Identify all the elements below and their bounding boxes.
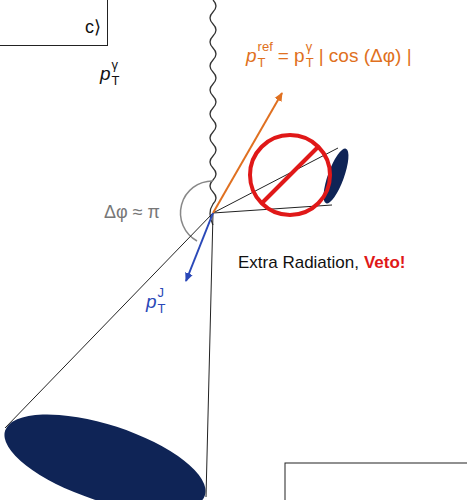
- reference-momentum: T: [306, 56, 314, 69]
- jet-momentum: T: [158, 302, 166, 315]
- reference-momentum: γ: [306, 40, 313, 53]
- photon-momentum: T: [112, 74, 120, 87]
- photon-momentum: γ: [112, 58, 119, 71]
- reference-momentum: = p: [278, 46, 305, 65]
- veto-note: Extra Radiation,: [238, 254, 359, 271]
- veto-note: Veto!: [364, 254, 406, 271]
- corner-box: c⟩: [0, 0, 108, 46]
- reference-momentum: | cos (Δφ) |: [319, 46, 412, 65]
- jet-cone-edge: [206, 213, 213, 497]
- jet-arrow: [186, 213, 213, 281]
- reference-arrow: [213, 93, 282, 213]
- jet-momentum: J: [158, 286, 165, 299]
- photon-line: [210, 0, 216, 225]
- jet-momentum: p: [146, 292, 157, 311]
- jet-cone-edge: [5, 213, 213, 428]
- jet-cone-base: [0, 394, 217, 500]
- reference-momentum: T: [258, 56, 266, 69]
- state-label: c⟩: [85, 18, 101, 36]
- veto-circle: [250, 135, 330, 215]
- photon-momentum: p: [100, 64, 111, 83]
- angle-label: Δφ ≈ π: [104, 203, 160, 221]
- veto-slash: [262, 147, 318, 203]
- reference-momentum: p: [246, 46, 257, 65]
- angle-arc: [180, 181, 213, 241]
- corner-box: [285, 463, 467, 500]
- reference-momentum: ref: [258, 40, 273, 53]
